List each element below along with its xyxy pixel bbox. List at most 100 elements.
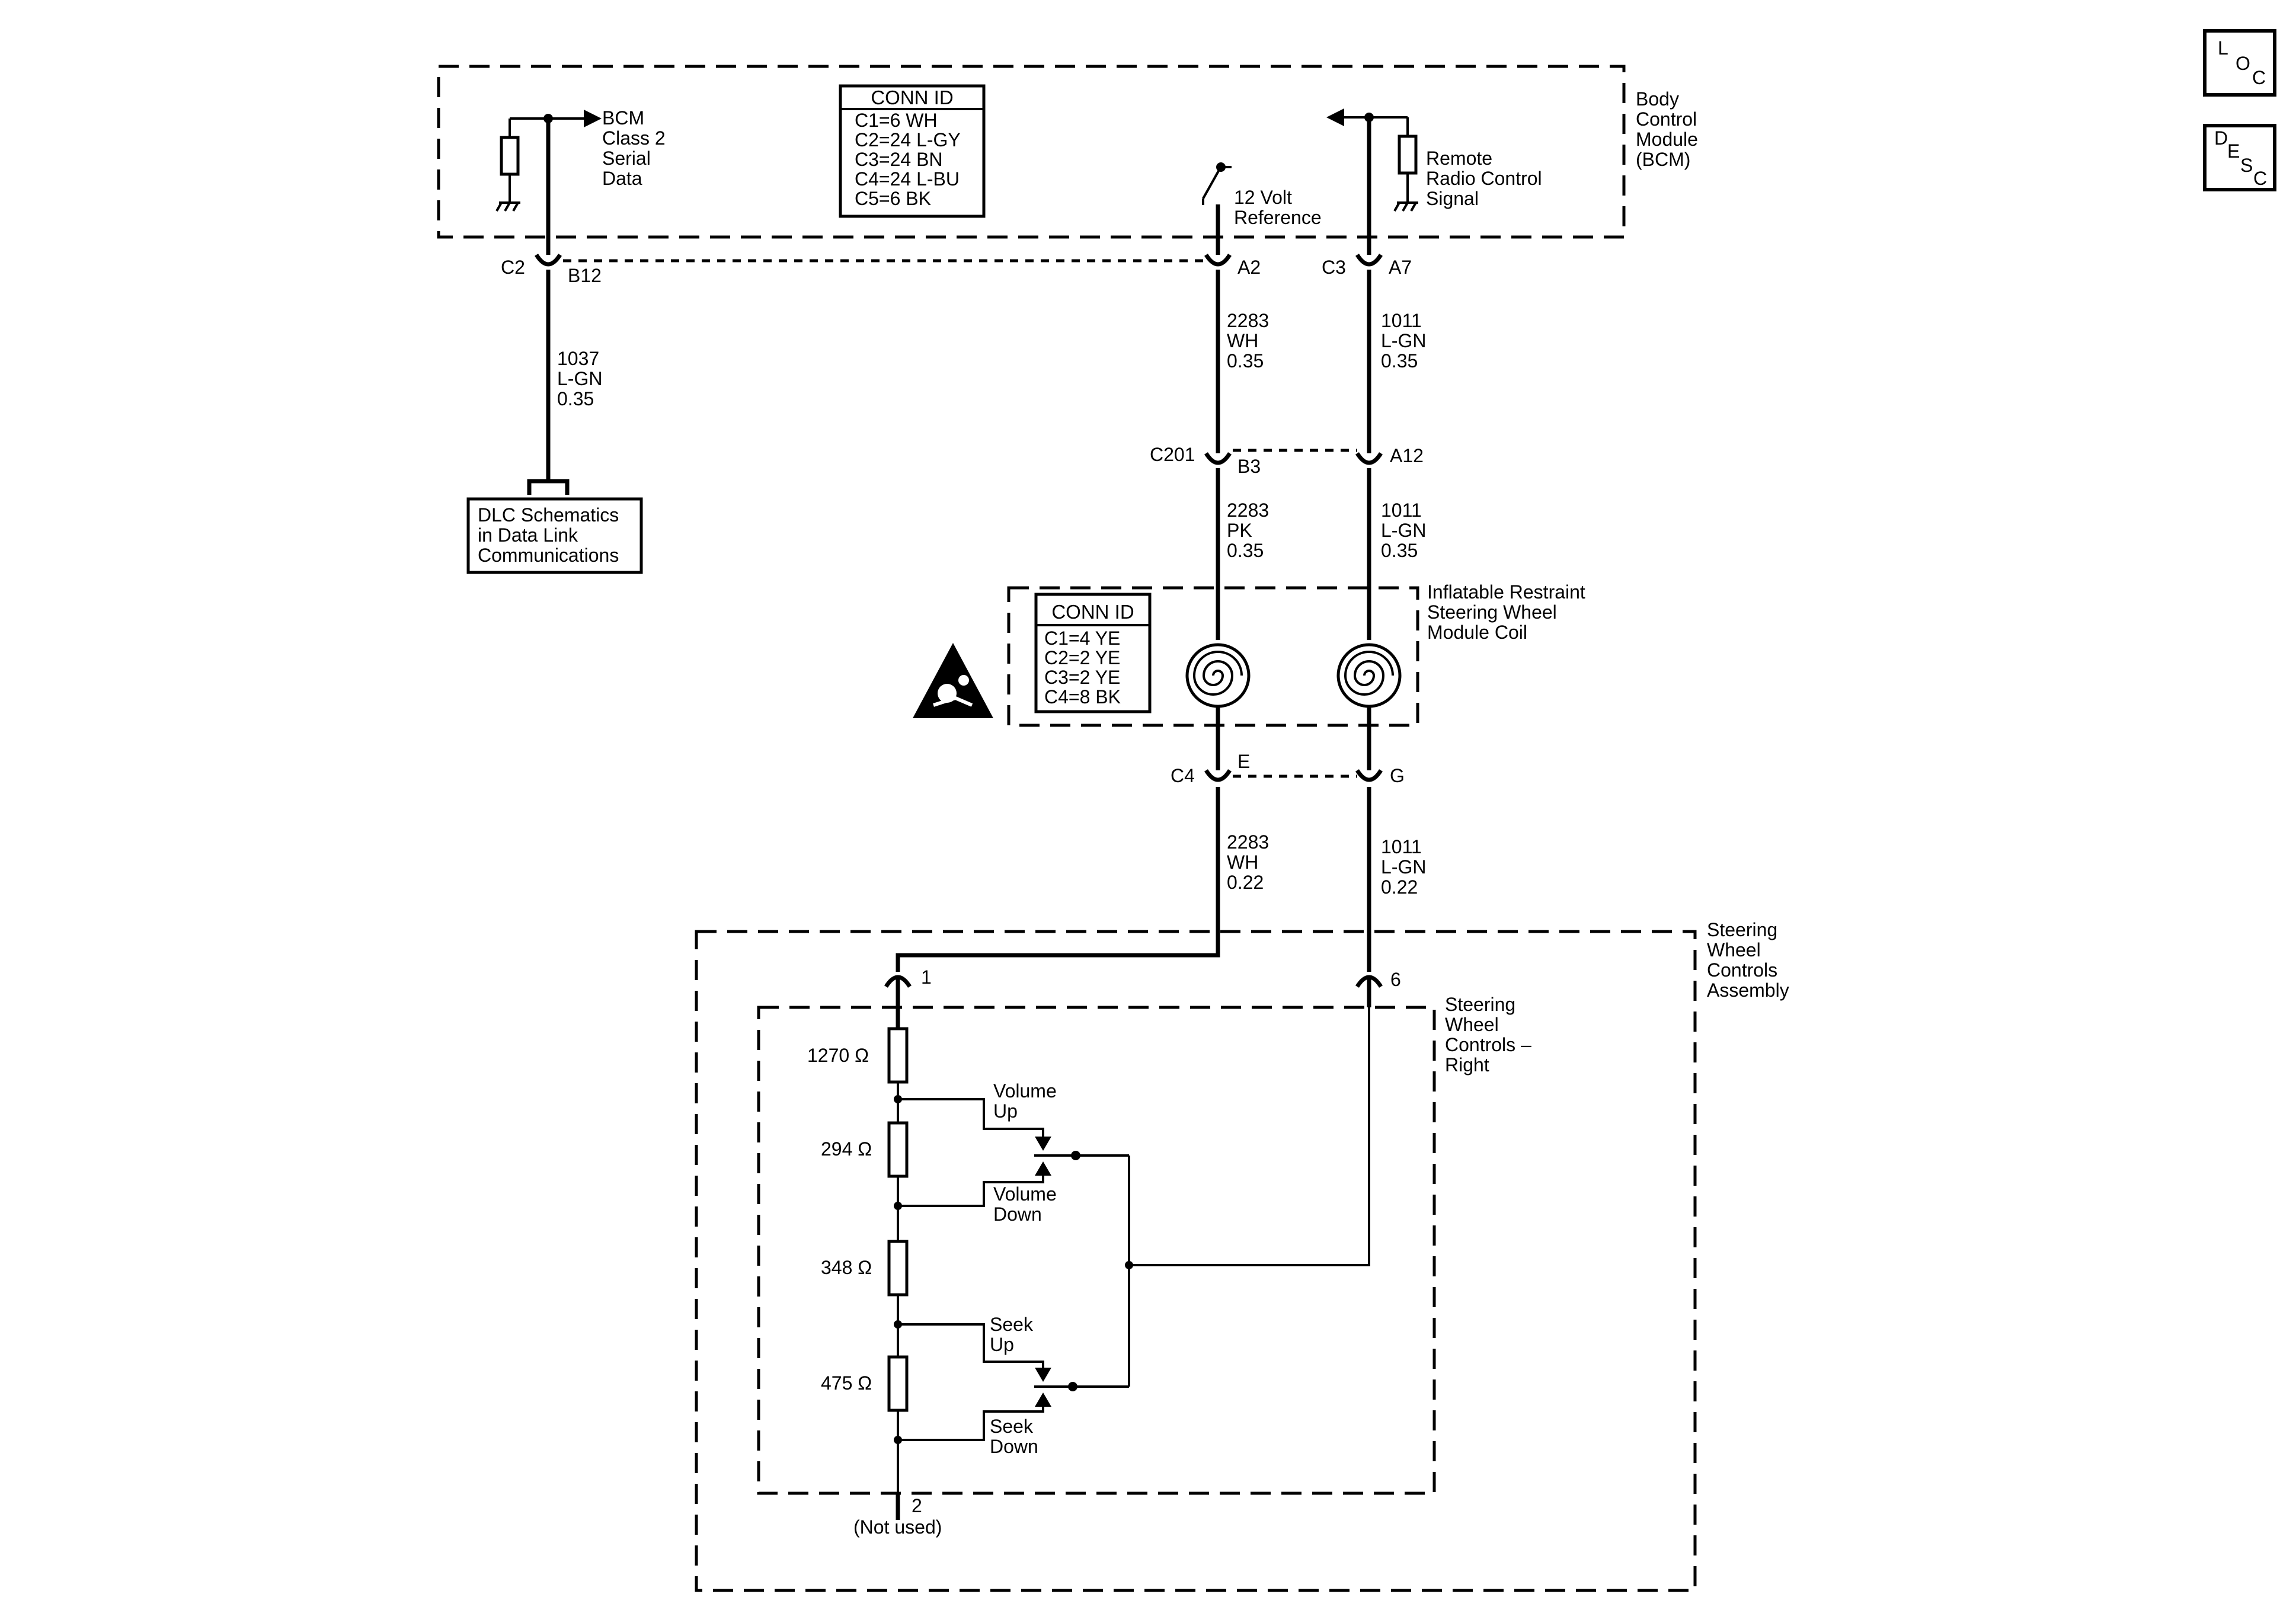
svg-text:Signal: Signal <box>1426 188 1479 209</box>
svg-text:A2: A2 <box>1237 257 1261 278</box>
bcm-title: Body Control Module (BCM) <box>1636 88 1698 170</box>
loc-letter-c: C <box>2252 67 2266 88</box>
airbag-warning-icon <box>913 643 993 718</box>
svg-text:Volume: Volume <box>993 1080 1057 1102</box>
conn-id-header: CONN ID <box>871 87 953 108</box>
svg-text:2283: 2283 <box>1227 831 1269 853</box>
svg-text:Right: Right <box>1445 1054 1489 1076</box>
svg-text:Reference: Reference <box>1234 207 1322 228</box>
svg-text:0.35: 0.35 <box>1381 540 1418 561</box>
svg-text:0.35: 0.35 <box>557 388 594 409</box>
clock-spring-coil-icon <box>1336 643 1402 708</box>
loc-letter-o: O <box>2236 53 2250 74</box>
conn-id-row: C2=24 L-GY <box>855 129 961 151</box>
svg-text:Radio Control: Radio Control <box>1426 168 1542 189</box>
arrow-left-icon <box>1326 108 1344 126</box>
svg-text:Controls –: Controls – <box>1445 1034 1531 1055</box>
svg-text:Control: Control <box>1636 108 1697 130</box>
connector-a12: A12 <box>1355 445 1424 640</box>
loc-button[interactable]: L O C <box>2203 29 2276 97</box>
connector-pin-6: 6 <box>1355 969 1401 1007</box>
svg-text:BCM: BCM <box>602 107 644 129</box>
svg-text:Inflatable Restraint: Inflatable Restraint <box>1427 581 1585 603</box>
svg-text:Up: Up <box>990 1334 1014 1355</box>
wire-label-2283-pk: 2283 PK 0.35 <box>1227 500 1269 561</box>
svg-text:Module: Module <box>1636 129 1698 150</box>
svg-text:Communications: Communications <box>478 545 619 566</box>
volume-up-label: Volume Up <box>993 1080 1057 1122</box>
coil-conn-id-table: CONN ID C1=4 YE C2=2 YE C3=2 YE C4=8 BK <box>1034 593 1152 713</box>
svg-text:2: 2 <box>912 1495 922 1516</box>
resistor-values: 1270 Ω 294 Ω 348 Ω 475 Ω <box>807 1045 872 1394</box>
connector-c201-b3: C201 B3 <box>1150 433 1261 640</box>
svg-text:Module Coil: Module Coil <box>1427 622 1527 643</box>
svg-text:2283: 2283 <box>1227 310 1269 331</box>
wire-label-1037: 1037 L-GN 0.35 <box>557 348 602 409</box>
svg-text:Steering: Steering <box>1445 994 1515 1015</box>
svg-text:DLC Schematics: DLC Schematics <box>478 504 619 526</box>
pullup-resistor <box>500 136 520 176</box>
svg-text:B3: B3 <box>1237 456 1261 477</box>
conn-id-row: C4=8 BK <box>1044 686 1121 708</box>
bcm-module-box <box>437 65 1626 239</box>
swc-right-title: Steering Wheel Controls – Right <box>1445 994 1531 1076</box>
conn-id-row: C1=4 YE <box>1044 628 1120 649</box>
clock-spring-coil-icon <box>1185 643 1251 708</box>
conn-id-header: CONN ID <box>1051 601 1134 623</box>
swc-right-box <box>757 1006 1436 1495</box>
resistor-label: 475 Ω <box>821 1372 872 1394</box>
svg-text:Wheel: Wheel <box>1445 1014 1499 1035</box>
bcm-class2-circuit <box>495 110 602 255</box>
svg-text:Down: Down <box>990 1436 1038 1457</box>
resistor-label: 348 Ω <box>821 1257 872 1278</box>
svg-text:WH: WH <box>1227 330 1258 351</box>
svg-text:(BCM): (BCM) <box>1636 149 1690 170</box>
svg-text:G: G <box>1390 765 1405 786</box>
wire-label-2283-wh-022: 2283 WH 0.22 <box>1227 831 1269 893</box>
svg-text:0.22: 0.22 <box>1227 872 1264 893</box>
svg-text:Assembly: Assembly <box>1707 980 1789 1001</box>
connector-c4-e: C4 E <box>1171 751 1250 951</box>
conn-id-row: C4=24 L-BU <box>855 168 960 190</box>
svg-text:in Data Link: in Data Link <box>478 524 578 546</box>
connector-c2-b12: C2 B12 <box>501 254 602 481</box>
svg-text:E: E <box>1237 751 1250 772</box>
wire-label-1011-a: 1011 L-GN 0.35 <box>1381 310 1426 372</box>
svg-text:6: 6 <box>1390 969 1401 990</box>
desc-letter-s: S <box>2240 155 2253 176</box>
svg-text:Controls: Controls <box>1707 959 1777 981</box>
connector-g: G <box>1355 765 1405 972</box>
svg-text:Seek: Seek <box>990 1314 1034 1335</box>
svg-text:1011: 1011 <box>1381 310 1422 331</box>
remote-signal-label: Remote Radio Control Signal <box>1426 148 1542 209</box>
svg-text:Steering Wheel: Steering Wheel <box>1427 601 1557 623</box>
svg-text:C201: C201 <box>1150 444 1195 465</box>
coil-title: Inflatable Restraint Steering Wheel Modu… <box>1427 581 1585 643</box>
svg-text:A7: A7 <box>1389 257 1412 278</box>
wire-label-2283-wh: 2283 WH 0.35 <box>1227 310 1269 372</box>
svg-text:PK: PK <box>1227 520 1252 541</box>
arrow-down-icon <box>1035 1137 1051 1151</box>
arrow-up-icon <box>1035 1161 1051 1176</box>
conn-id-row: C5=6 BK <box>855 188 931 209</box>
arrow-down-icon <box>1035 1368 1051 1382</box>
signal-return-bus <box>1125 1007 1370 1387</box>
desc-button[interactable]: D E S C <box>2203 124 2276 191</box>
svg-text:L-GN: L-GN <box>1381 330 1426 351</box>
seek-switch <box>898 1323 1129 1441</box>
volume-down-label: Volume Down <box>993 1183 1057 1225</box>
dlc-schematics-link[interactable]: DLC Schematics in Data Link Communicatio… <box>466 497 643 574</box>
arrow-right-icon <box>584 110 602 127</box>
connector-pin-2: 2 (Not used) <box>853 1495 942 1538</box>
svg-text:1011: 1011 <box>1381 836 1422 857</box>
svg-text:0.35: 0.35 <box>1381 350 1418 372</box>
svg-text:WH: WH <box>1227 852 1258 873</box>
svg-text:Remote: Remote <box>1426 148 1492 169</box>
resistor-label: 1270 Ω <box>807 1045 869 1066</box>
seek-up-label: Seek Up <box>990 1314 1034 1355</box>
svg-text:C3: C3 <box>1322 257 1346 278</box>
svg-text:C4: C4 <box>1171 765 1195 786</box>
svg-text:B12: B12 <box>568 265 602 286</box>
svg-text:12 Volt: 12 Volt <box>1234 187 1292 208</box>
ref-12v-switch <box>1202 162 1232 255</box>
